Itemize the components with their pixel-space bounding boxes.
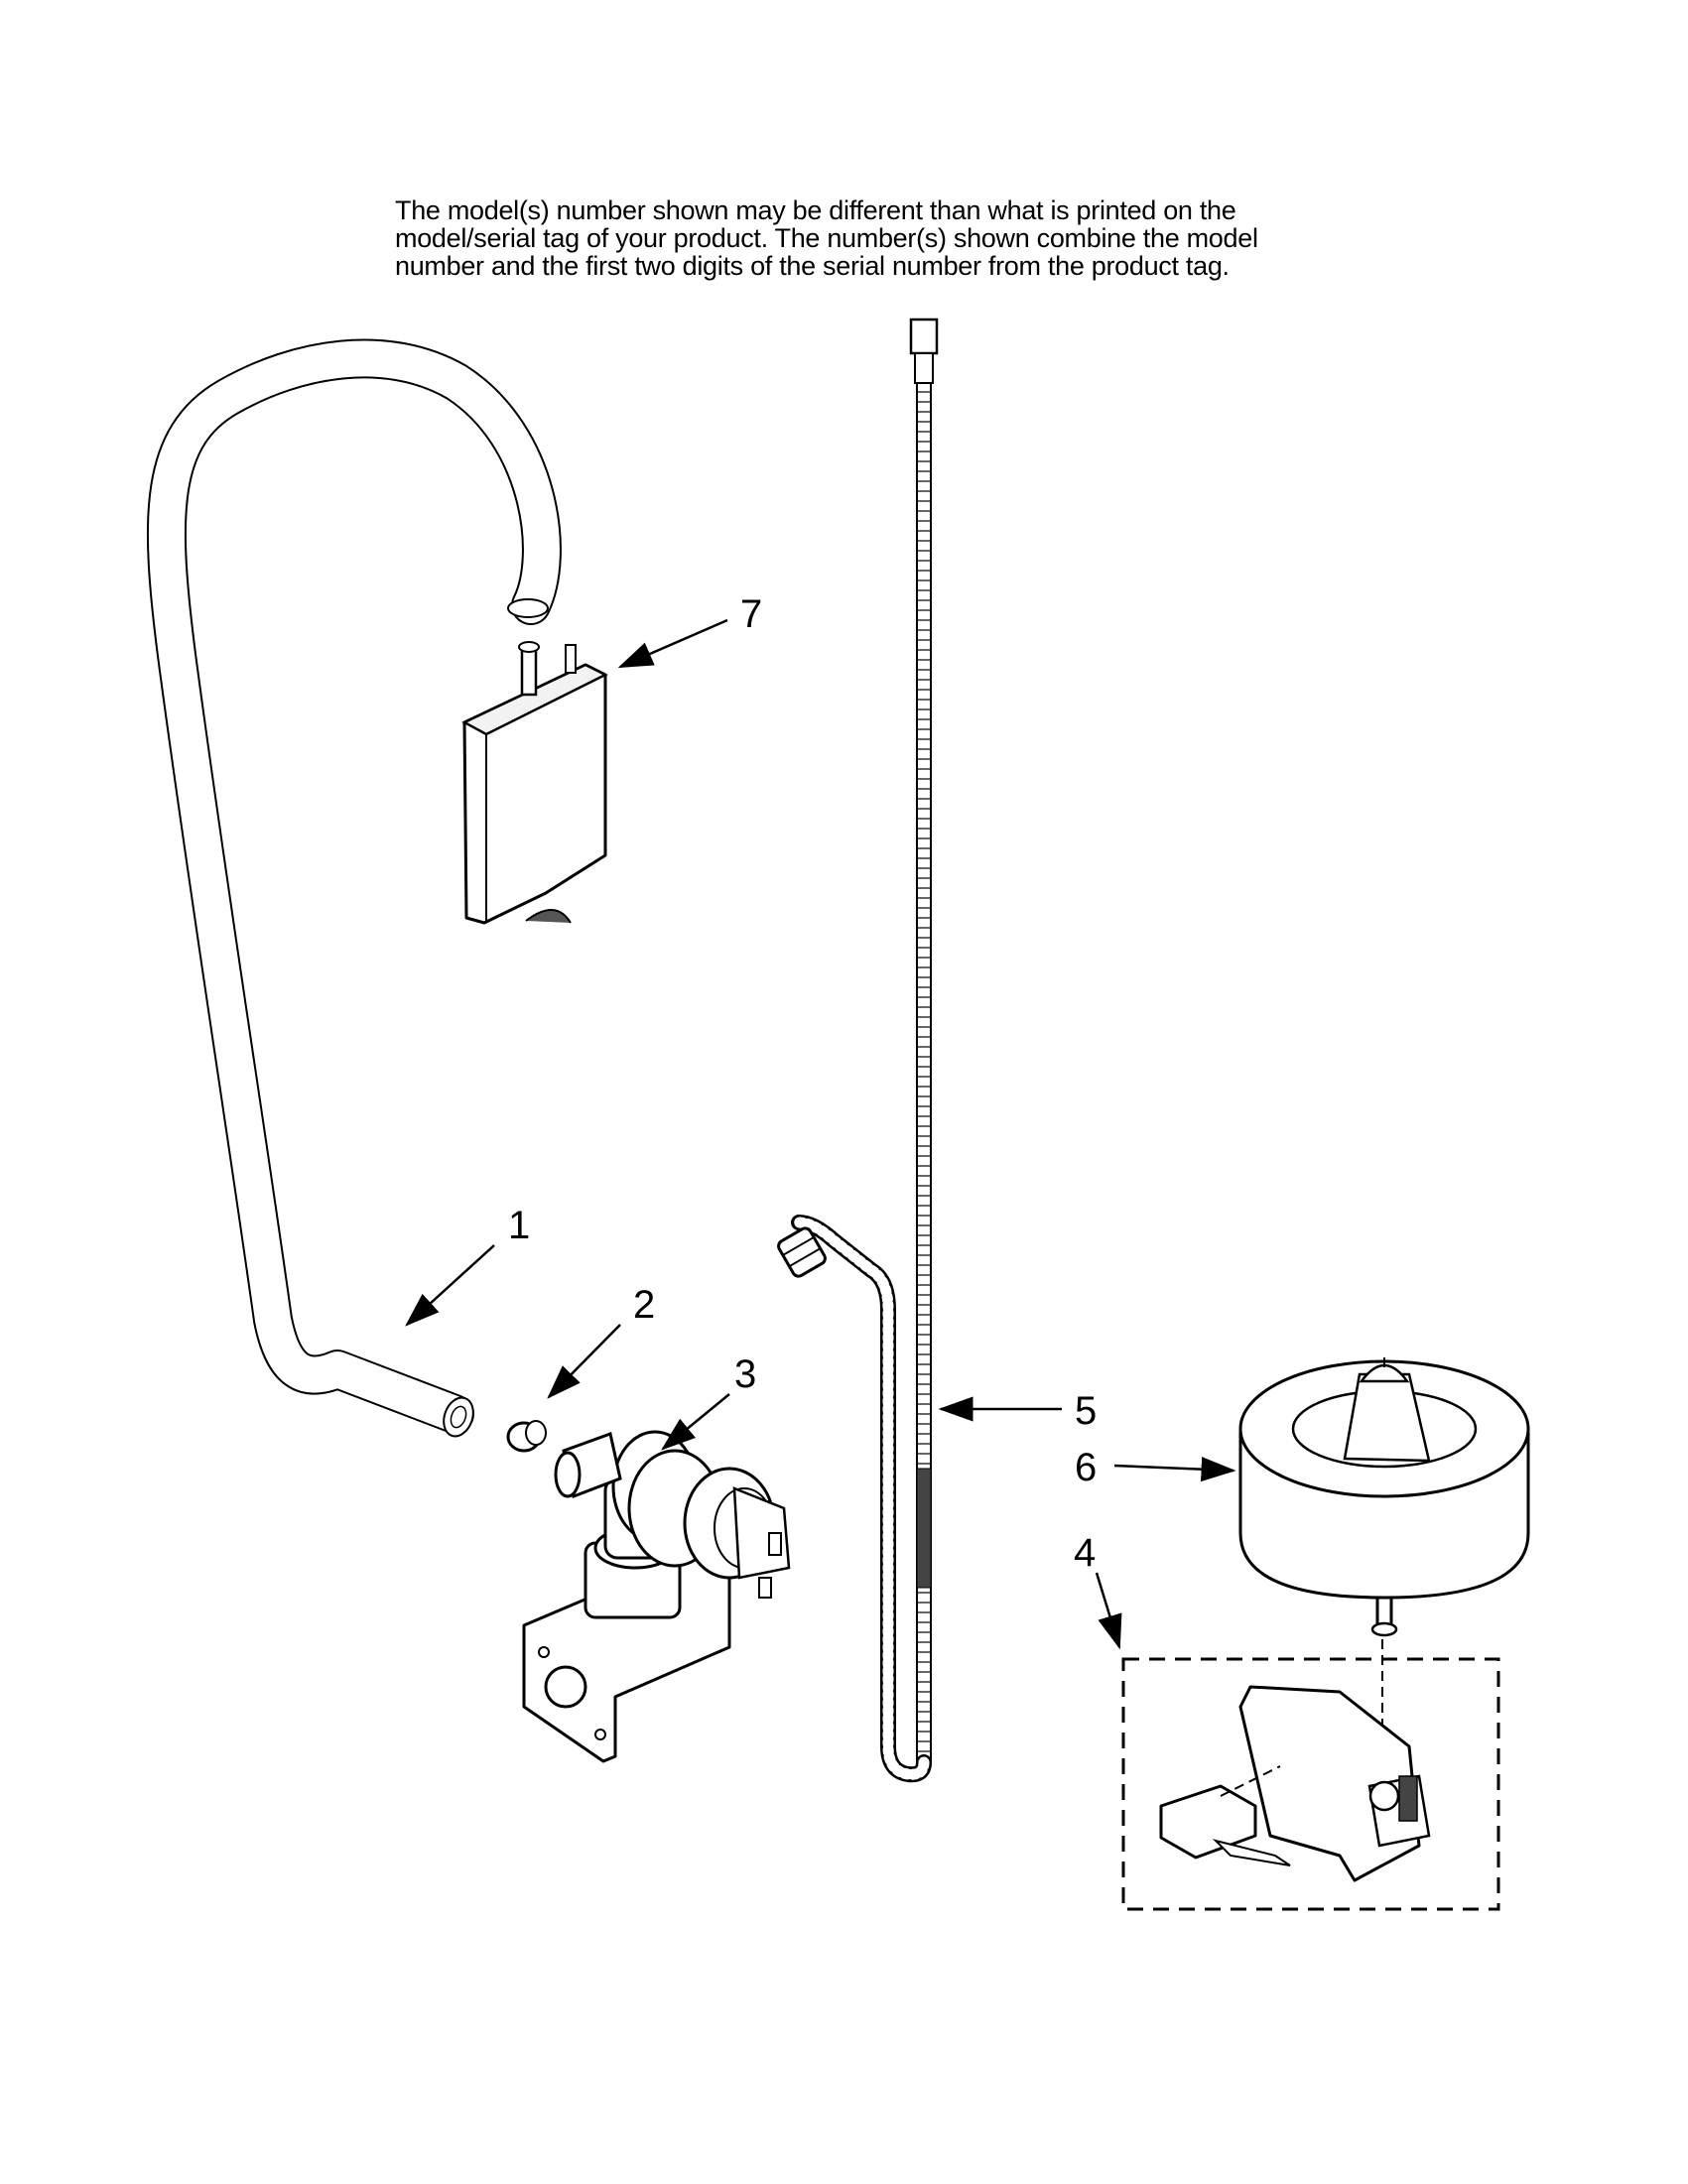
leader-lines bbox=[405, 618, 1236, 1650]
leader-1 bbox=[405, 1244, 495, 1327]
disclaimer-line-3: number and the first two digits of the s… bbox=[395, 251, 1230, 281]
hose-clamp-part-2 bbox=[506, 1420, 547, 1453]
disclaimer-line-1: The model(s) number shown may be differe… bbox=[395, 195, 1236, 225]
callout-6: 6 bbox=[1075, 1446, 1097, 1489]
leader-2 bbox=[547, 1324, 621, 1399]
vent-housing-part-7 bbox=[461, 641, 608, 925]
inlet-valve-part-3 bbox=[522, 1430, 791, 1763]
disclaimer-line-2: model/serial tag of your product. The nu… bbox=[395, 223, 1258, 253]
callout-3: 3 bbox=[734, 1352, 756, 1396]
drain-hose-part-1 bbox=[146, 338, 562, 1438]
float-part-6 bbox=[1238, 1357, 1530, 1637]
callout-1: 1 bbox=[508, 1204, 530, 1247]
leader-4 bbox=[1095, 1572, 1122, 1650]
callout-2: 2 bbox=[633, 1283, 655, 1327]
disclaimer-note: The model(s) number shown may be differe… bbox=[395, 196, 1348, 280]
callout-5: 5 bbox=[1075, 1389, 1097, 1433]
float-switch-assembly-part-4 bbox=[1121, 1639, 1500, 1911]
callout-7: 7 bbox=[740, 592, 762, 636]
leader-7 bbox=[617, 618, 728, 669]
wire-harness-part-5 bbox=[777, 318, 939, 1783]
callout-4: 4 bbox=[1074, 1531, 1096, 1575]
leader-3 bbox=[661, 1393, 730, 1451]
leader-6 bbox=[1113, 1457, 1236, 1482]
